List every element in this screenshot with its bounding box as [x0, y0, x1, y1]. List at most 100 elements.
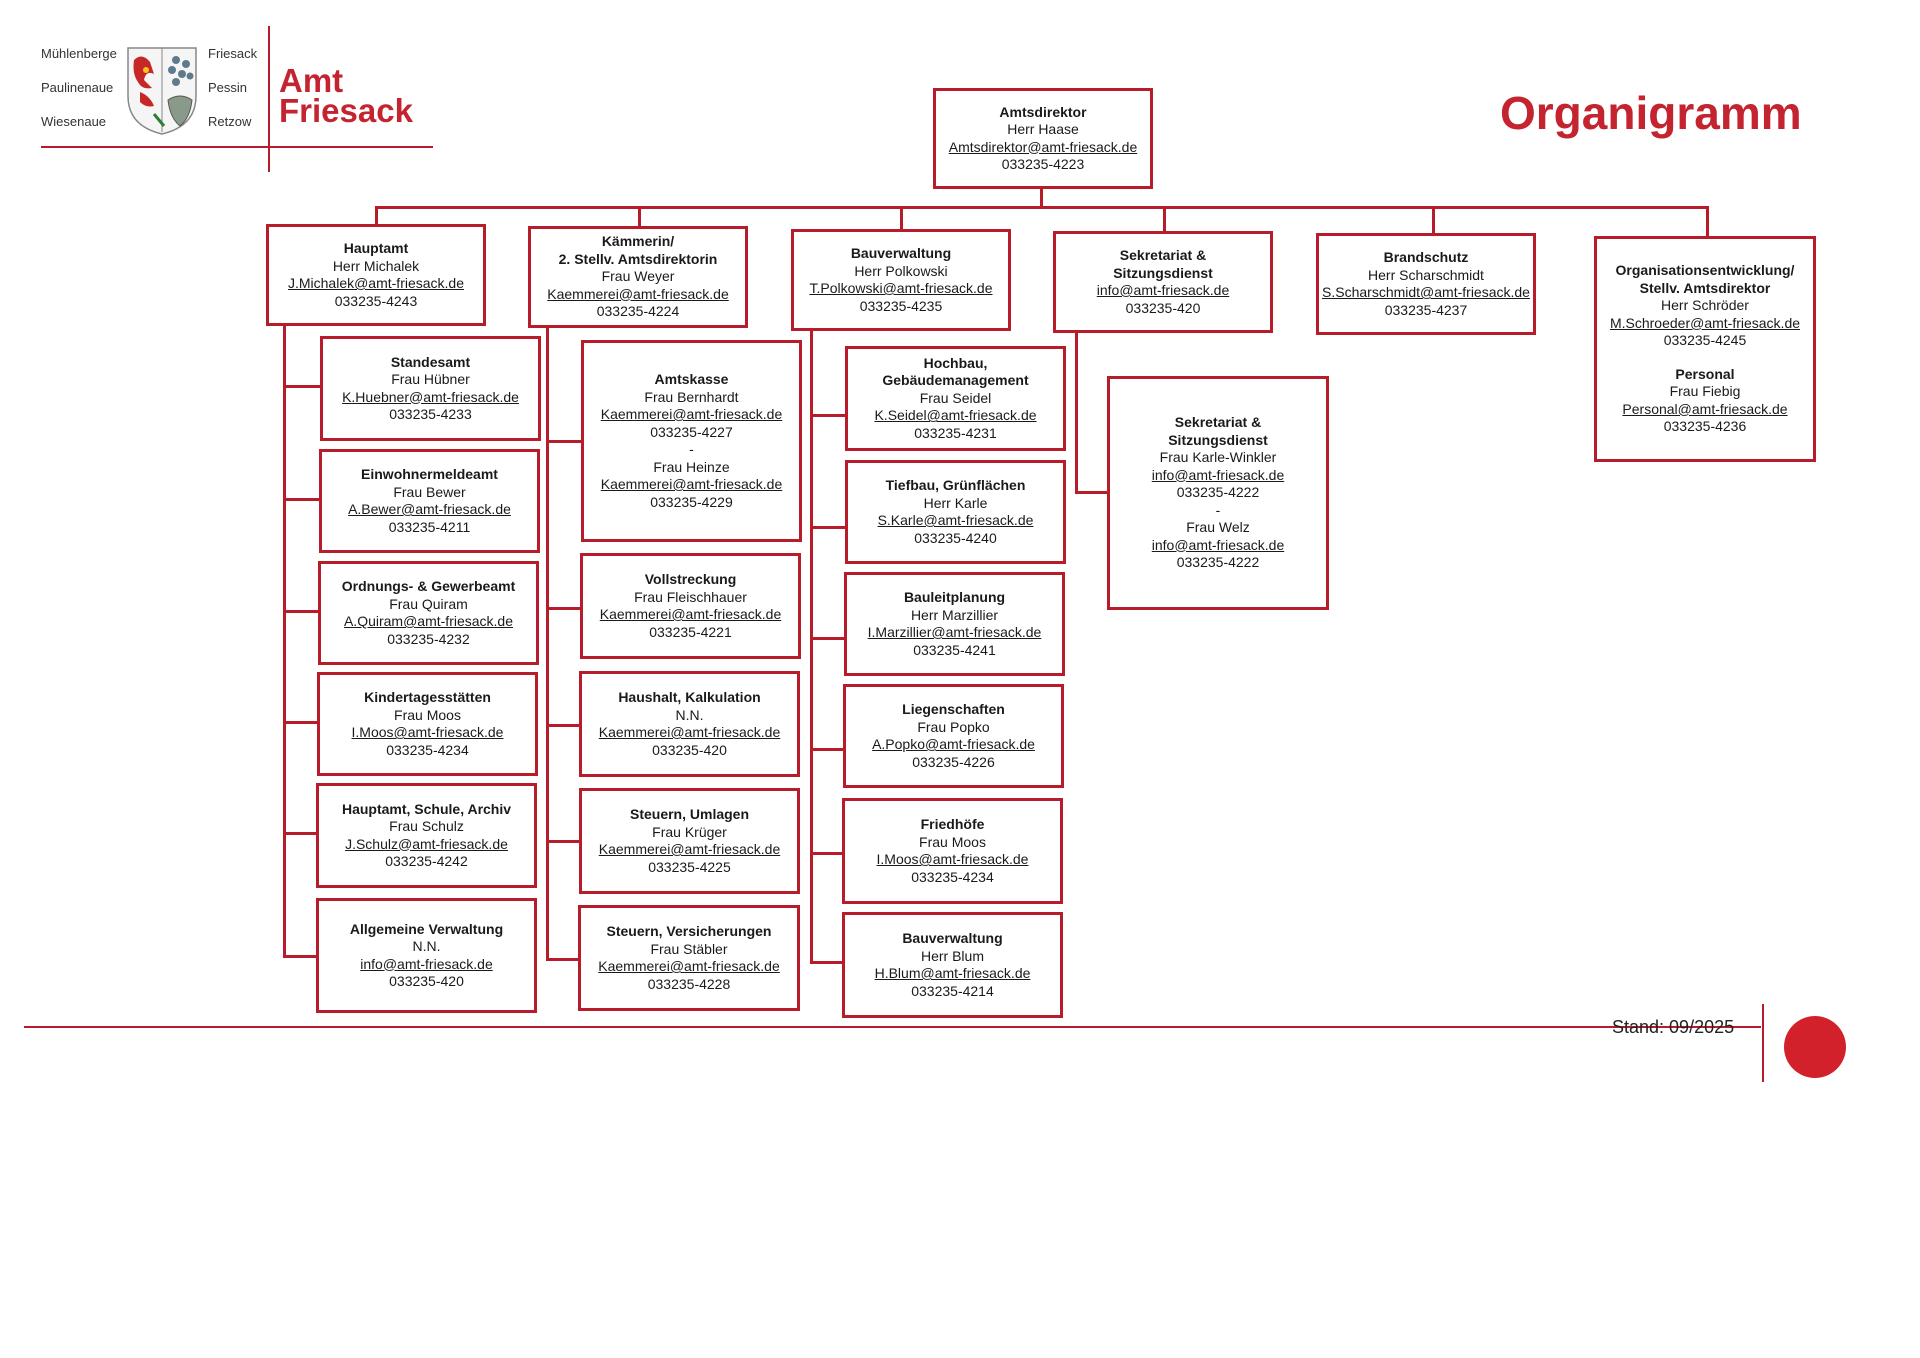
unit-title: Steuern, Versicherungen — [606, 923, 772, 939]
unit-title: Bauverwaltung — [902, 930, 1003, 946]
unit-contact: Frau Moos — [394, 706, 461, 723]
unit-email[interactable]: A.Bewer@amt-friesack.de — [348, 501, 511, 517]
connector-line — [375, 206, 378, 226]
municipality-name: Wiesenaue — [41, 114, 107, 129]
unit-contact: Frau Quiram — [389, 595, 468, 612]
unit-phone: 033235-4214 — [911, 982, 994, 999]
director-title: Amtsdirektor — [999, 103, 1087, 120]
unit-phone: 033235-4222 — [1176, 554, 1260, 571]
unit-title: Vollstreckung — [644, 571, 737, 587]
connector-line — [283, 385, 321, 388]
department-email[interactable]: T.Polkowski@amt-friesack.de — [809, 280, 993, 296]
unit-title: Standesamt — [390, 353, 471, 370]
unit-phone: 033235-4227 — [650, 423, 733, 440]
unit-email[interactable]: Kaemmerei@amt-friesack.de — [600, 476, 783, 492]
unit-email[interactable]: I.Moos@amt-friesack.de — [351, 724, 504, 740]
department-email[interactable]: Kaemmerei@amt-friesack.de — [547, 285, 729, 302]
unit-box: Steuern, Versicherungen Frau Stäbler Kae… — [578, 905, 800, 1011]
unit-email[interactable]: info@amt-friesack.de — [1151, 536, 1285, 553]
connector-line — [546, 440, 582, 443]
unit-phone: 033235-4241 — [913, 641, 996, 658]
unit-box: Tiefbau, Grünflächen Herr Karle S.Karle@… — [845, 460, 1066, 564]
unit-contact: Frau Krüger — [652, 823, 727, 840]
footer-divider — [1762, 1004, 1764, 1082]
unit-email[interactable]: A.Popko@amt-friesack.de — [872, 736, 1035, 752]
connector-line — [283, 955, 317, 958]
unit-phone: 033235-4234 — [386, 741, 469, 758]
unit-contact: Frau Schulz — [389, 818, 464, 834]
department-box-sekretariat: Sekretariat & Sitzungsdienst info@amt-fr… — [1053, 231, 1273, 333]
connector-line — [283, 610, 319, 613]
separator-dash: - — [1215, 501, 1221, 518]
unit-email[interactable]: info@amt-friesack.de — [1151, 466, 1285, 483]
department-box-kaemmerei: Kämmerin/ 2. Stellv. Amtsdirektorin Frau… — [528, 226, 748, 328]
unit-box: Einwohnermeldeamt Frau Bewer A.Bewer@amt… — [319, 449, 540, 553]
unit-box: Haushalt, Kalkulation N.N. Kaemmerei@amt… — [579, 671, 800, 777]
unit-box: Kindertagesstätten Frau Moos I.Moos@amt-… — [317, 672, 538, 776]
seal-icon — [1784, 1016, 1846, 1078]
department-title: Organisationsentwicklung/ — [1615, 262, 1795, 279]
unit-contact: Herr Karle — [923, 494, 988, 511]
department-email[interactable]: M.Schroeder@amt-friesack.de — [1609, 314, 1801, 331]
unit-email[interactable]: A.Quiram@amt-friesack.de — [343, 613, 514, 629]
connector-line — [810, 637, 846, 640]
unit-email[interactable]: Kaemmerei@amt-friesack.de — [599, 606, 782, 622]
connector-line — [1432, 206, 1435, 234]
connector-line — [900, 206, 903, 230]
unit-email[interactable]: Kaemmerei@amt-friesack.de — [598, 724, 781, 740]
department-email[interactable]: info@amt-friesack.de — [1096, 282, 1230, 298]
connector-line — [810, 330, 813, 964]
revision-date: Stand: 09/2025 — [1612, 1017, 1735, 1037]
unit-email[interactable]: K.Huebner@amt-friesack.de — [342, 388, 519, 405]
unit-email[interactable]: K.Seidel@amt-friesack.de — [874, 407, 1037, 424]
unit-email[interactable]: Kaemmerei@amt-friesack.de — [600, 406, 783, 422]
unit-box: Friedhöfe Frau Moos I.Moos@amt-friesack.… — [842, 798, 1063, 904]
municipality-name: Pessin — [208, 80, 248, 95]
director-email[interactable]: Amtsdirektor@amt-friesack.de — [948, 138, 1138, 155]
unit-email[interactable]: H.Blum@amt-friesack.de — [874, 965, 1031, 981]
coat-of-arms-icon — [127, 47, 197, 135]
unit-email[interactable]: info@amt-friesack.de — [360, 955, 493, 972]
connector-line — [1163, 206, 1166, 232]
unit-box: Hochbau, Gebäudemanagement Frau Seidel K… — [845, 346, 1066, 451]
unit-phone: 033235-4221 — [649, 623, 732, 640]
unit-box: Bauverwaltung Herr Blum H.Blum@amt-fries… — [842, 912, 1063, 1018]
unit-phone: 033235-4222 — [1176, 484, 1260, 501]
department-title: Stellv. Amtsdirektor — [1639, 279, 1771, 296]
unit-email[interactable]: Kaemmerei@amt-friesack.de — [598, 958, 780, 974]
connector-line — [1075, 491, 1109, 494]
department-email[interactable]: J.Michalek@amt-friesack.de — [287, 275, 465, 291]
department-phone: 033235-420 — [1125, 299, 1201, 316]
unit-phone: 033235-4229 — [650, 493, 733, 510]
department-phone: 033235-4224 — [596, 303, 680, 320]
connector-line — [375, 206, 1709, 209]
unit-box: Steuern, Umlagen Frau Krüger Kaemmerei@a… — [579, 788, 800, 894]
unit-email[interactable]: I.Moos@amt-friesack.de — [876, 851, 1029, 867]
municipality-name: Friesack — [208, 46, 258, 61]
unit-contact: Frau Hübner — [391, 371, 470, 387]
municipality-name: Retzow — [208, 114, 252, 129]
unit-title: Steuern, Umlagen — [629, 806, 750, 822]
unit-email[interactable]: Personal@amt-friesack.de — [1622, 400, 1788, 417]
unit-box: Allgemeine Verwaltung N.N. info@amt-frie… — [316, 898, 537, 1013]
unit-email[interactable]: Kaemmerei@amt-friesack.de — [598, 841, 781, 857]
unit-contact: Frau Popko — [917, 718, 990, 735]
department-email[interactable]: S.Scharschmidt@amt-friesack.de — [1322, 284, 1530, 300]
department-phone: 033235-4243 — [334, 292, 418, 309]
department-phone: 033235-4245 — [1663, 332, 1747, 349]
unit-title: Haushalt, Kalkulation — [618, 689, 761, 705]
unit-title: Sekretariat & — [1174, 414, 1262, 431]
unit-email[interactable]: I.Marzillier@amt-friesack.de — [867, 624, 1042, 640]
unit-contact: Herr Marzillier — [910, 606, 999, 623]
unit-phone: 033235-4234 — [911, 868, 994, 885]
header-divider — [268, 26, 270, 172]
connector-line — [283, 721, 318, 724]
connector-line — [1040, 186, 1043, 209]
unit-contact: Frau Seidel — [919, 389, 992, 406]
unit-email[interactable]: S.Karle@amt-friesack.de — [877, 512, 1034, 528]
department-title: Sitzungsdienst — [1113, 264, 1213, 281]
connector-line — [283, 832, 317, 835]
unit-email[interactable]: J.Schulz@amt-friesack.de — [345, 835, 508, 852]
connector-line — [546, 328, 549, 961]
unit-box: Standesamt Frau Hübner K.Huebner@amt-fri… — [320, 336, 541, 441]
